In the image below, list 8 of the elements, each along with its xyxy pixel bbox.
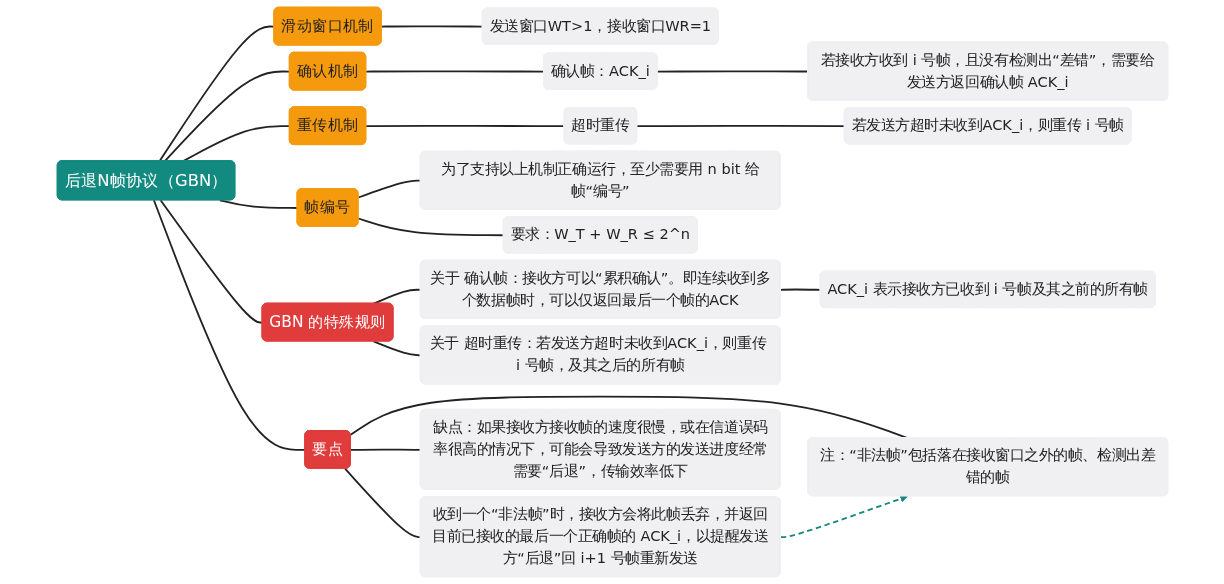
connector xyxy=(656,70,809,73)
connector xyxy=(779,288,821,291)
arrow xyxy=(779,494,908,539)
connector xyxy=(364,124,565,128)
connector xyxy=(218,199,298,209)
connector xyxy=(159,199,263,324)
connector xyxy=(364,70,545,73)
connector xyxy=(152,199,306,451)
